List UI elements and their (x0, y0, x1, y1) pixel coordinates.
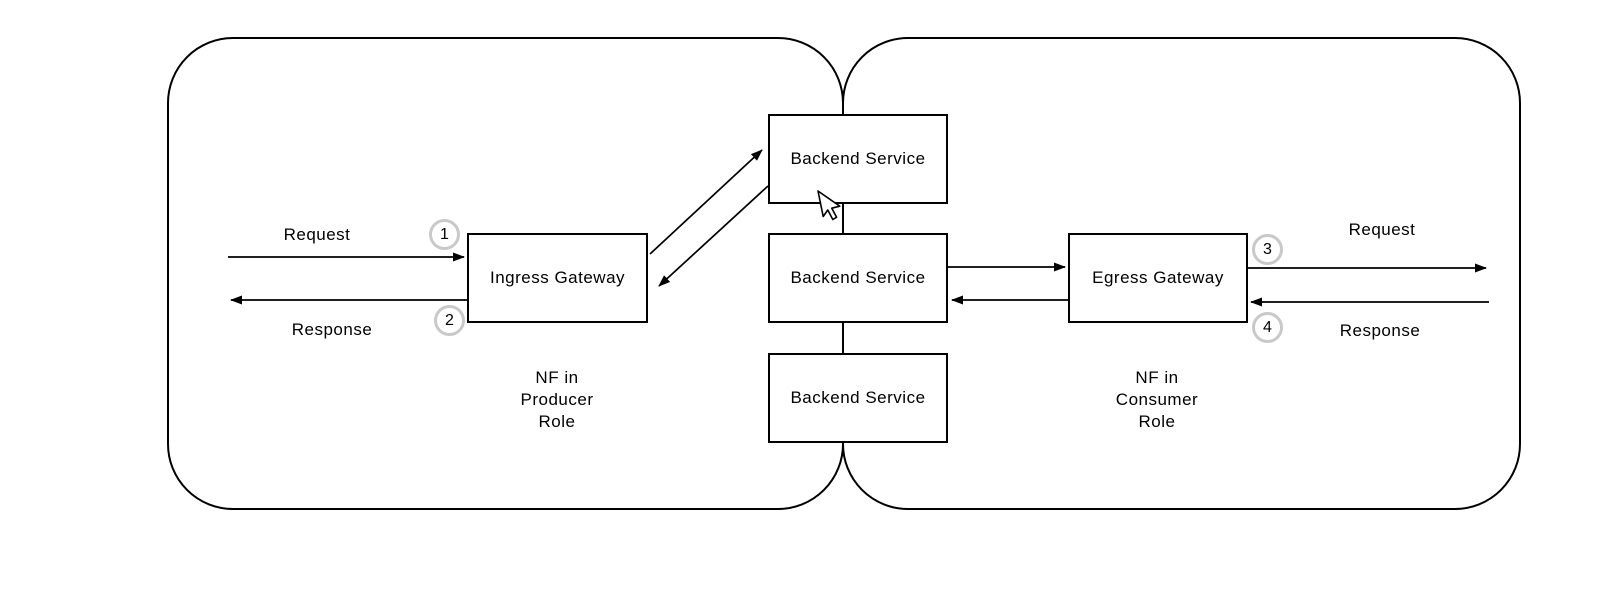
ingress-gateway-box[interactable]: Ingress Gateway (467, 233, 648, 323)
consumer-zone-line-3: Role (1138, 412, 1176, 431)
egress-gateway-box[interactable]: Egress Gateway (1068, 233, 1248, 323)
producer-zone-label: NF in Producer Role (521, 367, 594, 433)
step-number: 4 (1263, 318, 1272, 336)
backend-to-ingress-arrow (658, 185, 769, 287)
backend-service-box-1[interactable]: Backend Service (768, 114, 948, 204)
consumer-zone-label: NF in Consumer Role (1116, 367, 1198, 433)
step-marker-4: 4 (1252, 312, 1283, 343)
left-response-label: Response (291, 320, 373, 339)
backend-service-box-2[interactable]: Backend Service (768, 233, 948, 323)
backend-service-box-3[interactable]: Backend Service (768, 353, 948, 443)
producer-zone-line-2: Producer (520, 390, 594, 409)
producer-zone-line-1: NF in (535, 368, 579, 387)
left-request-label: Request (283, 225, 351, 244)
ingress-gateway-label: Ingress Gateway (489, 268, 626, 287)
right-response-label: Response (1339, 321, 1421, 340)
consumer-zone-line-2: Consumer (1115, 390, 1199, 409)
egress-gateway-label: Egress Gateway (1092, 268, 1224, 287)
step-marker-2: 2 (434, 305, 465, 336)
step-number: 2 (445, 311, 454, 329)
right-request-label: Request (1348, 220, 1416, 239)
consumer-zone-line-1: NF in (1135, 368, 1179, 387)
step-number: 1 (440, 225, 449, 243)
producer-zone-line-3: Role (538, 412, 576, 431)
ingress-to-backend-arrow (649, 149, 763, 255)
backend-service-label: Backend Service (790, 149, 926, 168)
backend-service-label: Backend Service (790, 268, 926, 287)
step-marker-1: 1 (429, 219, 460, 250)
step-marker-3: 3 (1252, 234, 1283, 265)
backend-service-label: Backend Service (790, 388, 926, 407)
step-number: 3 (1263, 240, 1272, 258)
